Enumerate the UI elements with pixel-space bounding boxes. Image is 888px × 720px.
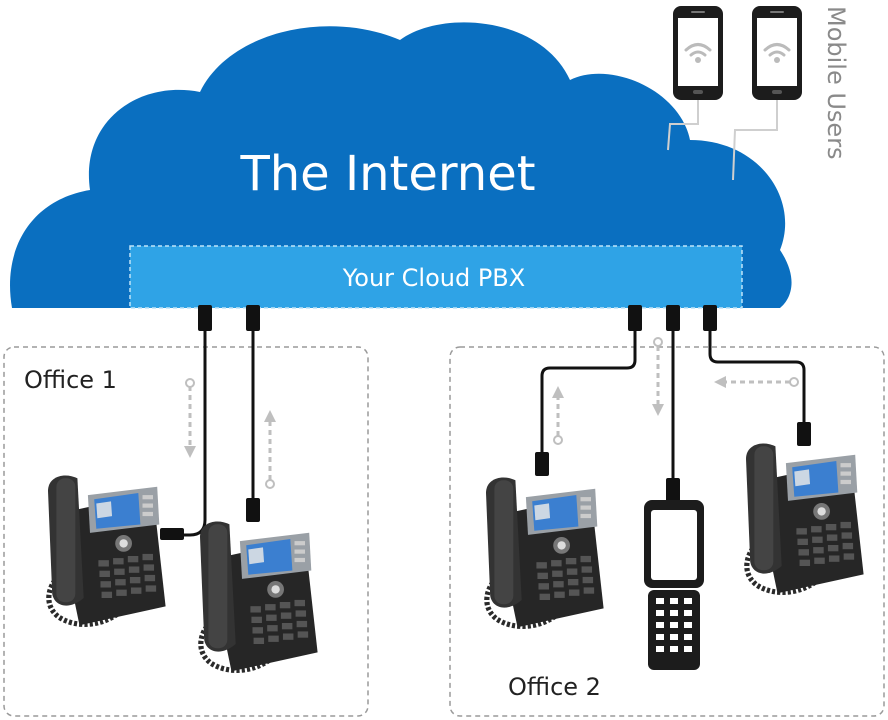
port-4: [666, 305, 680, 331]
port-1: [198, 305, 212, 331]
cloud-pbx-label: Your Cloud PBX: [342, 264, 525, 292]
port-2: [246, 305, 260, 331]
office-2-cell-phone: [644, 500, 704, 670]
mobile-phone-1: [671, 4, 725, 102]
office-1-label: Office 1: [24, 366, 117, 394]
office-1-desk-phone-1: [48, 475, 166, 625]
mobile-connector-1: [667, 100, 699, 151]
office-1-phone-2-plug: [246, 498, 260, 522]
office-2-mobile-plug: [666, 478, 680, 502]
office-1-desk-phone-2: [200, 521, 318, 671]
cloud-pbx-bar: [129, 245, 743, 309]
port-5: [703, 305, 717, 331]
flow-arrows: [184, 346, 790, 480]
mobile-connector-2: [732, 100, 778, 181]
office-2-desk-phone-2: [746, 443, 864, 593]
office-1-box: [3, 346, 369, 717]
flow-arrow-origins: [185, 337, 799, 489]
office-2-cables: [540, 331, 806, 480]
mobile-phone-2: [750, 4, 804, 102]
port-3: [628, 305, 642, 331]
cloud-title: The Internet: [239, 146, 535, 202]
office-2-phone-2-plug: [797, 422, 811, 446]
office-2-desk-phone-1: [486, 477, 604, 627]
office-2-phone-1-plug: [535, 452, 549, 476]
mobile-users-label: Mobile Users: [822, 6, 850, 160]
office-2-label: Office 2: [508, 673, 601, 701]
office-2-box: [449, 346, 885, 717]
office-1-cables: [182, 331, 255, 537]
pbx-ports: [198, 305, 717, 331]
internet-cloud: [10, 22, 792, 308]
office-1-phone-1-plug: [160, 528, 184, 540]
